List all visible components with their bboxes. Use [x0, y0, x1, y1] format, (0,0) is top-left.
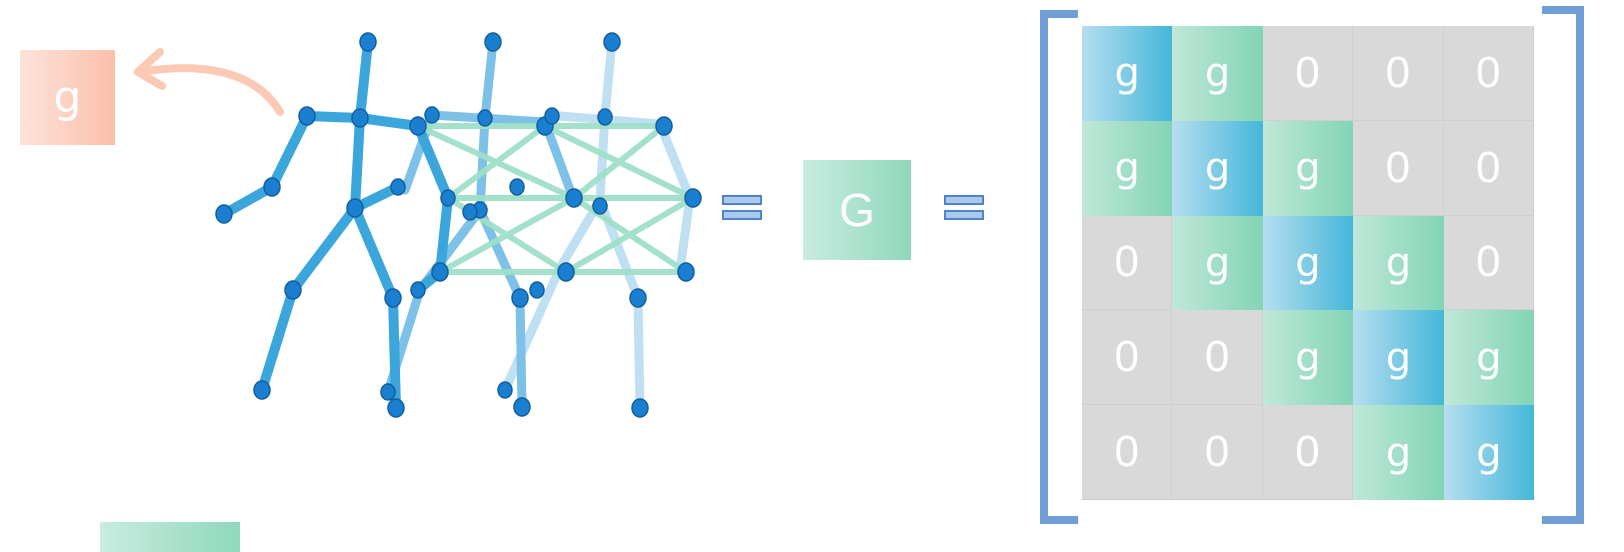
G-matrix-label: G — [839, 184, 875, 236]
matrix-cell-r5-c2: 0 — [1172, 405, 1263, 500]
matrix-cell-r3-c2: g — [1172, 215, 1263, 311]
matrix-cell-r3-c1: 0 — [1082, 215, 1173, 311]
matrix-cell-r5-c1: 0 — [1082, 405, 1173, 500]
equals-icon-1 — [722, 195, 762, 225]
matrix-cell-r3-c3: g — [1262, 215, 1354, 311]
matrix-cell-r1-c3: 0 — [1262, 26, 1354, 121]
matrix-cell-r1-c1: g — [1082, 26, 1173, 121]
matrix-cell-r2-c5: 0 — [1443, 120, 1534, 216]
bottom-tile — [100, 522, 240, 552]
matrix-cell-r2-c4: 0 — [1353, 120, 1444, 216]
skeleton-middle — [383, 37, 578, 412]
G-matrix-tile: G — [803, 160, 911, 260]
right-bracket-icon — [1542, 6, 1584, 524]
matrix-cell-r1-c2: g — [1172, 26, 1263, 121]
matrix-cell-r5-c4: g — [1353, 405, 1444, 500]
matrix-cell-r4-c3: g — [1262, 310, 1354, 406]
skeleton-back — [500, 37, 695, 413]
matrix-cell-r4-c2: 0 — [1172, 310, 1263, 406]
matrix-cell-r1-c5: 0 — [1443, 26, 1534, 121]
curved-arrow-icon — [136, 64, 284, 116]
matrix-cell-r2-c3: g — [1262, 120, 1354, 216]
matrix-cell-r5-c5: g — [1443, 405, 1534, 500]
skeleton-joints — [215, 32, 702, 418]
matrix-cell-r1-c4: 0 — [1353, 26, 1444, 121]
g-kernel-label: g — [53, 72, 82, 123]
matrix-cell-r2-c2: g — [1172, 120, 1263, 216]
matrix-cell-r2-c1: g — [1082, 120, 1173, 216]
matrix-cell-r3-c5: 0 — [1443, 215, 1534, 311]
g-kernel-tile: g — [20, 50, 115, 145]
matrix-cell-r4-c4: g — [1353, 310, 1444, 406]
matrix-cell-r4-c1: 0 — [1082, 310, 1173, 406]
arrow-head-icon — [134, 48, 166, 90]
left-bracket-icon — [1040, 10, 1078, 524]
matrix-cell-r4-c5: g — [1443, 310, 1534, 406]
diagram-canvas: g — [20, 6, 1584, 552]
equals-icon-2 — [944, 195, 984, 225]
matrix-cell-r5-c3: 0 — [1262, 405, 1354, 500]
skeleton-front — [219, 37, 453, 413]
matrix-cell-r3-c4: g — [1353, 215, 1444, 311]
skeleton-graph-illustration — [134, 32, 702, 418]
